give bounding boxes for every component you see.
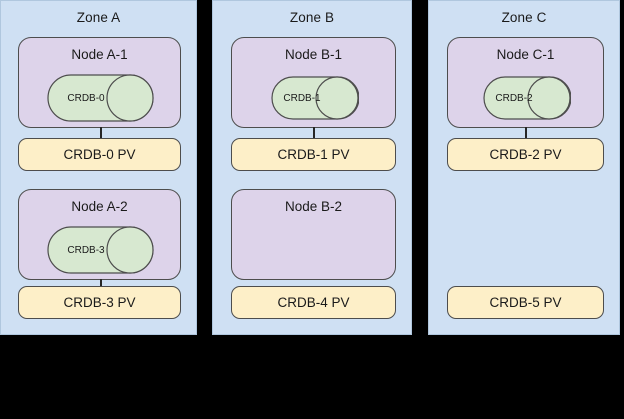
zone-a-title: Zone A	[76, 10, 121, 25]
node-b-1-label: Node B-1	[284, 47, 343, 62]
pod-crdb-0[interactable]: CRDB-0	[47, 74, 154, 122]
connector-crdb-1	[313, 127, 315, 139]
pv-crdb-1[interactable]: CRDB-1 PV	[231, 138, 396, 171]
pod-crdb-2[interactable]: CRDB-2	[483, 76, 571, 120]
node-b-1[interactable]: Node B-1 CRDB-1	[231, 37, 396, 128]
connector-crdb-2	[525, 127, 527, 139]
node-a-2-label: Node A-2	[71, 199, 128, 214]
pv-crdb-5[interactable]: CRDB-5 PV	[447, 286, 604, 319]
pv-crdb-2[interactable]: CRDB-2 PV	[447, 138, 604, 171]
pv-crdb-4[interactable]: CRDB-4 PV	[231, 286, 396, 319]
connector-crdb-0	[100, 127, 102, 139]
node-c-1[interactable]: Node C-1 CRDB-2	[447, 37, 604, 128]
pv-crdb-0[interactable]: CRDB-0 PV	[18, 138, 181, 171]
node-b-2[interactable]: Node B-2	[231, 189, 396, 280]
zone-c-container[interactable]: Zone C Node C-1 CRDB-2 CRDB-2 PV CRDB-5 …	[428, 0, 620, 335]
zone-b-container[interactable]: Zone B Node B-1 CRDB-1 CRDB-1 PV Node B-…	[212, 0, 412, 335]
pod-crdb-3[interactable]: CRDB-3	[47, 226, 154, 274]
node-a-2[interactable]: Node A-2 CRDB-3	[18, 189, 181, 280]
pod-crdb-1[interactable]: CRDB-1	[271, 76, 359, 120]
node-b-2-label: Node B-2	[284, 199, 343, 214]
zone-b-title: Zone B	[289, 10, 335, 25]
node-c-1-label: Node C-1	[496, 47, 555, 62]
zone-a-container[interactable]: Zone A Node A-1 CRDB-0 CRDB-0 PV Node A-…	[0, 0, 197, 335]
pv-crdb-3[interactable]: CRDB-3 PV	[18, 286, 181, 319]
zone-c-title: Zone C	[501, 10, 547, 25]
node-a-1[interactable]: Node A-1 CRDB-0	[18, 37, 181, 128]
node-a-1-label: Node A-1	[71, 47, 128, 62]
connector-crdb-3	[100, 279, 102, 291]
